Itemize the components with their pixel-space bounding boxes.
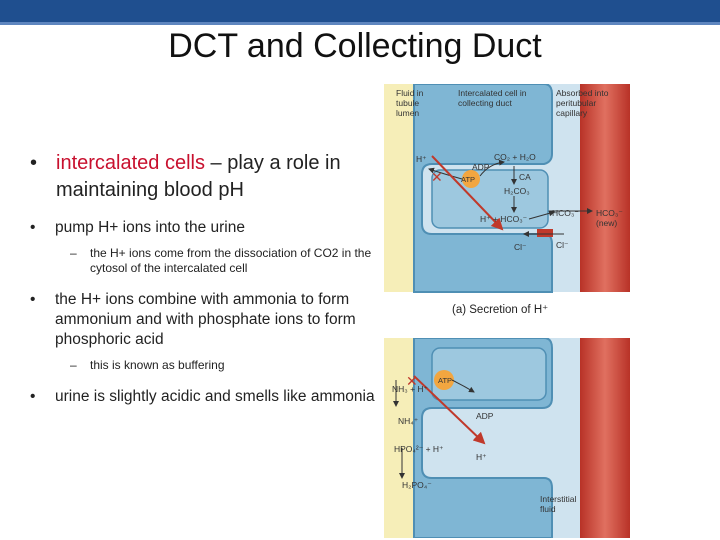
- sub-bullet-dissociation: –the H+ ions come from the dissociation …: [70, 246, 375, 276]
- bullet-pump-h: • pump H+ ions into the urine: [30, 218, 375, 238]
- label-adp-bottom: ADP: [476, 411, 494, 421]
- caption-secretion: (a) Secretion of H⁺: [452, 304, 549, 316]
- bullet-emphasis: intercalated cells: [56, 152, 205, 174]
- label-h2co3: H₂CO₃: [504, 186, 530, 196]
- bullet-text: – play a role in maintaining blood pH: [56, 152, 341, 201]
- bullet-dash: –: [70, 358, 77, 372]
- label-cl-left: Cl⁻: [514, 242, 527, 252]
- blocked-icon: ✕: [406, 373, 418, 389]
- sub-bullet-text: the H+ ions come from the dissociation o…: [90, 246, 372, 275]
- bullet-intercalated-cells: • intercalated cells – play a role in mai…: [30, 150, 375, 204]
- adp-arrow: [479, 159, 505, 177]
- bullet-dot: •: [30, 291, 36, 308]
- kidney-diagram: ✕ Fluid in tubule lumen Intercalated cel…: [384, 84, 630, 540]
- top-bar-accent: [0, 22, 720, 25]
- h-path-arrow: [413, 375, 486, 445]
- hco3-arrow: [528, 210, 555, 220]
- label-h2po4: H₂PO₄⁻: [402, 480, 432, 490]
- bullet-urine: • urine is slightly acidic and smells lik…: [30, 387, 375, 407]
- bullet-dot: •: [30, 219, 36, 236]
- label-absorbed: Absorbed into peritubular capillary: [556, 88, 609, 118]
- capillary: [580, 338, 630, 538]
- label-nh4: NH₄⁺: [398, 416, 419, 426]
- sub-bullet-text: this is known as buffering: [90, 358, 225, 372]
- secretion-panel: ✕: [384, 84, 630, 293]
- label-cl-right: Cl⁻: [556, 240, 569, 250]
- bullet-text: pump H+ ions into the urine: [55, 219, 245, 236]
- label-atp: ATP: [461, 175, 476, 184]
- atp-pump: [462, 170, 480, 188]
- label-co2-h2o: CO₂ + H₂O: [494, 152, 536, 162]
- label-fluid: Fluid in tubule lumen: [396, 88, 424, 118]
- bullet-dot: •: [30, 152, 38, 174]
- bullet-ammonium: • the H+ ions combine with ammonia to for…: [30, 290, 375, 350]
- slide-title: DCT and Collecting Duct: [168, 27, 542, 65]
- label-ca: CA: [519, 172, 531, 182]
- label-h-plus: H⁺: [416, 154, 427, 164]
- label-interstitial: Interstitial fluid: [540, 494, 577, 514]
- label-nh3-h: NH₃ + H⁺: [392, 384, 429, 394]
- label-cell: Intercalated cell in collecting duct: [458, 88, 527, 108]
- label-hpo4-h: HPO₄²⁻ + H⁺: [394, 444, 444, 454]
- cl-channel: [537, 229, 553, 237]
- bullet-list: • intercalated cells – play a role in mai…: [30, 150, 375, 415]
- cell-cytosol: [431, 169, 549, 229]
- blocked-icon: ✕: [431, 169, 443, 185]
- label-atp-bottom: ATP: [438, 376, 453, 385]
- atp-pump: [434, 370, 454, 390]
- buffering-panel: ✕: [384, 338, 630, 538]
- bullet-text: urine is slightly acidic and smells like…: [55, 388, 375, 405]
- label-hco3-right: HCO₃⁻ (new): [596, 208, 623, 228]
- h-path-arrow: [431, 155, 504, 231]
- top-bar: [0, 0, 720, 22]
- adp-arrow: [451, 379, 475, 393]
- bullet-dash: –: [70, 246, 77, 260]
- capillary: [580, 84, 630, 292]
- label-hco3-left: HCO₃⁻: [552, 208, 579, 218]
- label-h-plus-bottom: H⁺: [476, 452, 487, 462]
- bullet-text: the H+ ions combine with ammonia to form…: [55, 291, 356, 348]
- h-secretion-arrow: [428, 167, 463, 180]
- label-adp: ADP: [472, 162, 490, 172]
- bullet-dot: •: [30, 388, 36, 405]
- cell-cytosol: [431, 347, 547, 401]
- sub-bullet-buffering: –this is known as buffering: [70, 358, 375, 373]
- label-h-hco3: H⁺ + HCO₃⁻: [480, 214, 528, 224]
